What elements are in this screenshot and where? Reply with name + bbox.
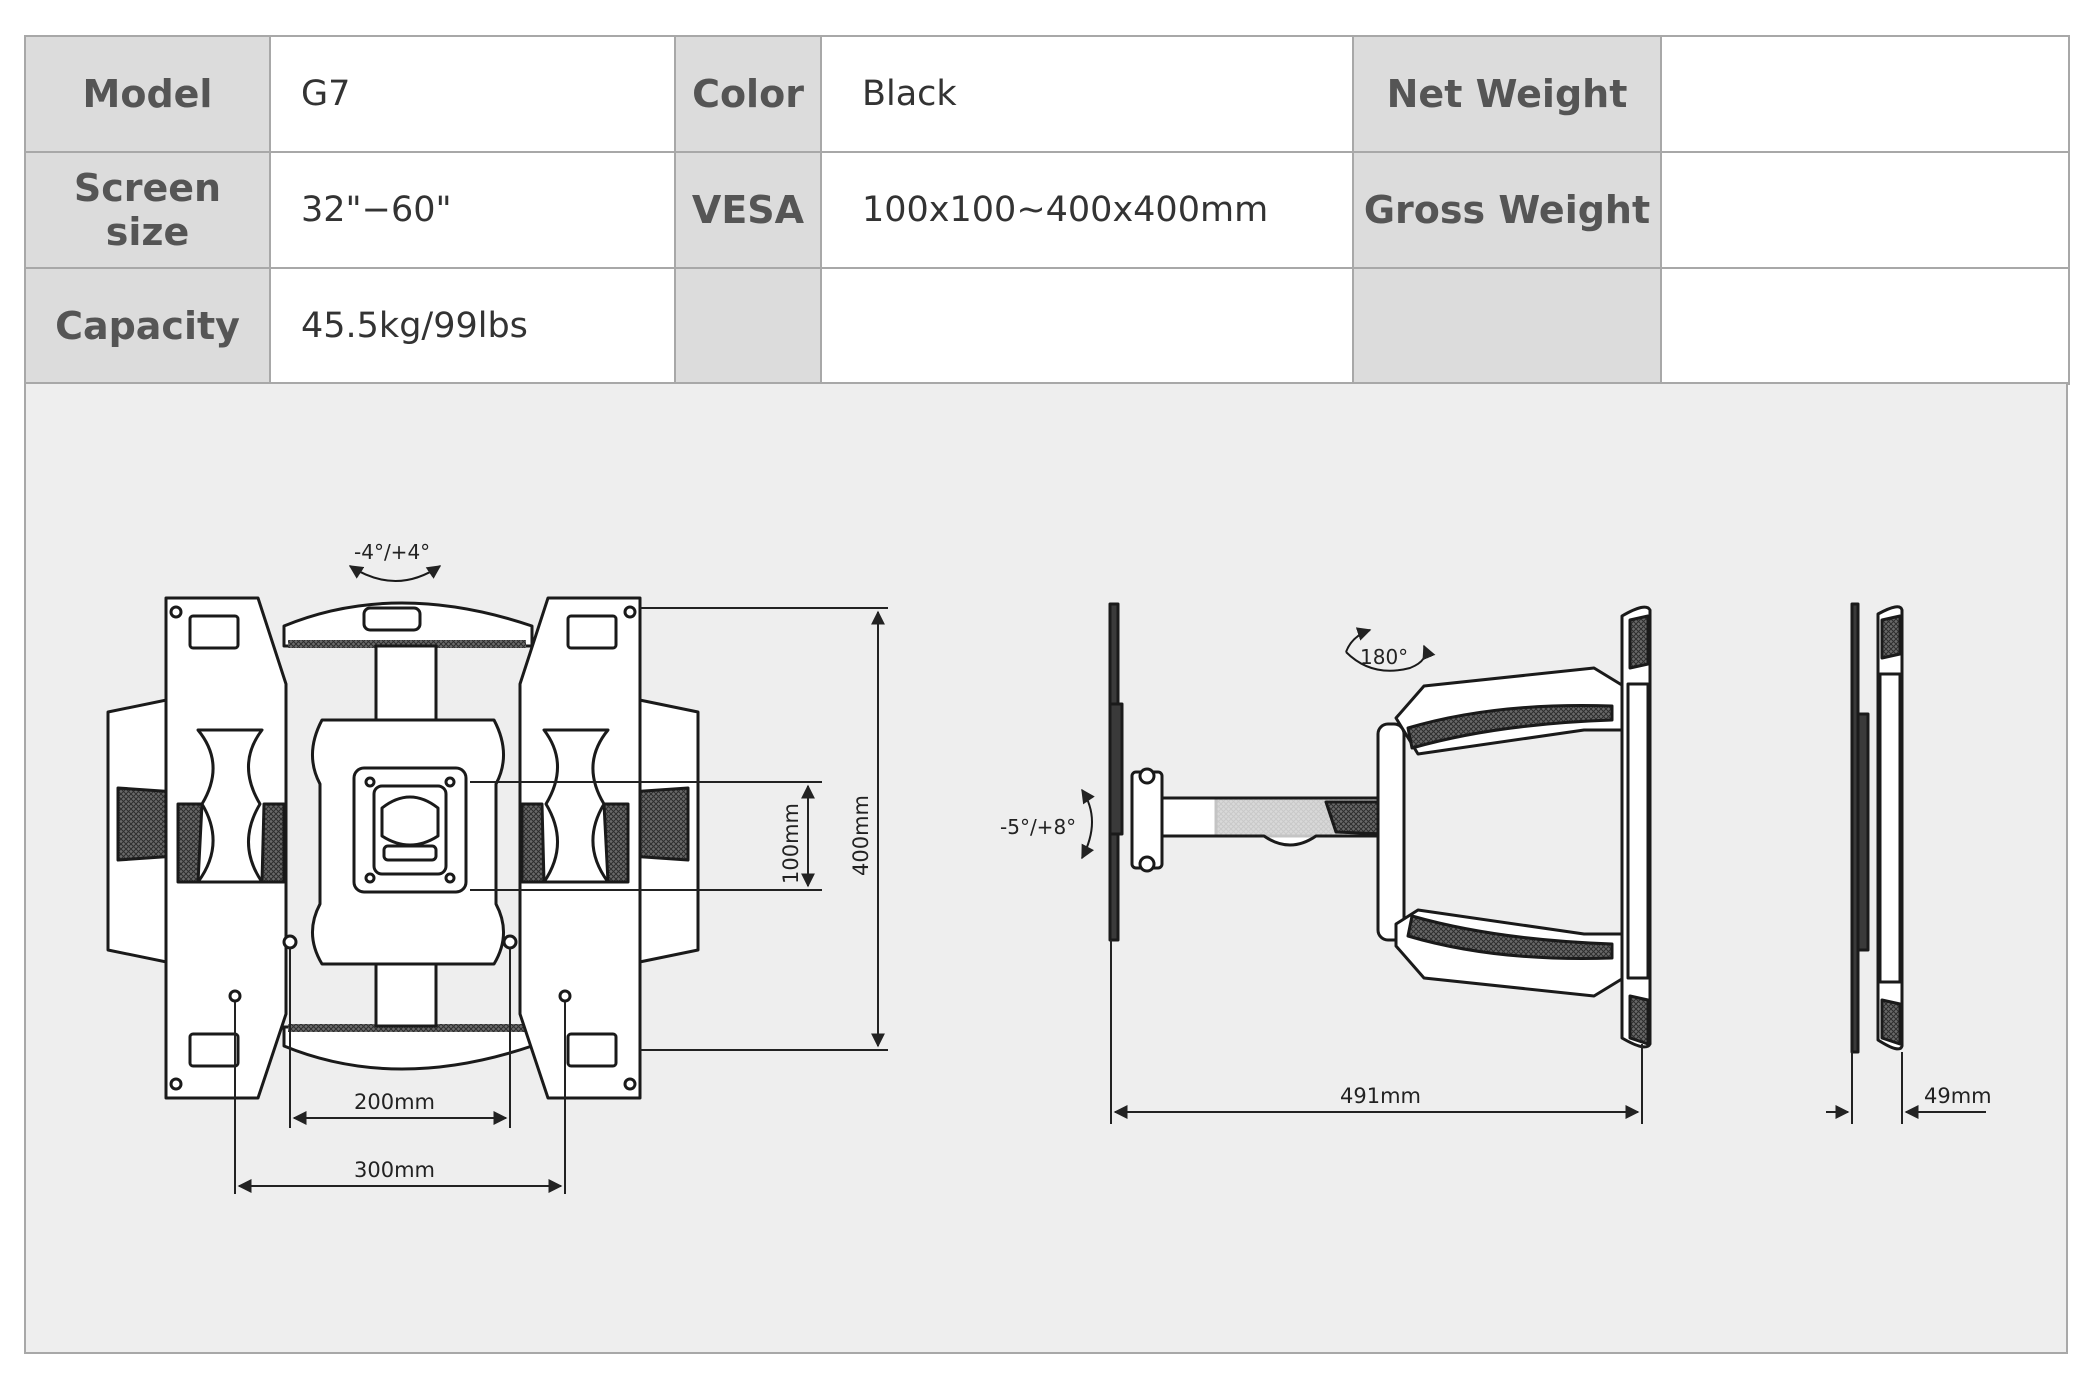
vesa-label: VESA	[674, 151, 822, 269]
model-value: G7	[269, 35, 676, 153]
spec-table: Model G7 Color Black Net Weight Screen s…	[24, 35, 2070, 385]
spec-row-1: Model G7 Color Black Net Weight	[24, 35, 2070, 153]
front-tilt-label: -4°/+4°	[354, 540, 430, 564]
empty-label-cell	[1352, 267, 1662, 385]
extension-label: 491mm	[1340, 1084, 1421, 1108]
side-tilt-label: -5°/+8°	[1000, 815, 1076, 839]
capacity-label: Capacity	[24, 267, 271, 385]
color-value: Black	[820, 35, 1354, 153]
side-view	[1081, 602, 1652, 1049]
height-400-label: 400mm	[849, 795, 873, 876]
front-view: -4°/+4°	[106, 540, 700, 1100]
empty-value-cell	[1660, 267, 2070, 385]
screen-size-value: 32"−60"	[269, 151, 676, 269]
vesa-value: 100x100~400x400mm	[820, 151, 1354, 269]
swivel-angle-label: 180°	[1360, 645, 1408, 669]
spec-row-2: Screen size 32"−60" VESA 100x100~400x400…	[24, 151, 2070, 269]
spec-row-3: Capacity 45.5kg/99lbs	[24, 267, 2070, 385]
profile-dimensions	[1826, 1052, 1986, 1124]
net-weight-value	[1660, 35, 2070, 153]
net-weight-label: Net Weight	[1352, 35, 1662, 153]
width-200-label: 200mm	[354, 1090, 435, 1114]
depth-label: 49mm	[1924, 1084, 1992, 1108]
height-100-label: 100mm	[779, 803, 803, 884]
side-dimensions	[1110, 940, 1643, 1124]
empty-value-cell	[820, 267, 1354, 385]
empty-label-cell	[674, 267, 822, 385]
front-dimensions	[234, 607, 888, 1194]
screen-size-label: Screen size	[24, 151, 271, 269]
profile-view	[1850, 602, 1904, 1054]
width-300-label: 300mm	[354, 1158, 435, 1182]
capacity-value: 45.5kg/99lbs	[269, 267, 676, 385]
mount-drawing: -4°/+4°	[106, 540, 1992, 1194]
diagram-panel: -4°/+4°	[24, 382, 2068, 1354]
model-label: Model	[24, 35, 271, 153]
color-label: Color	[674, 35, 822, 153]
gross-weight-label: Gross Weight	[1352, 151, 1662, 269]
gross-weight-value	[1660, 151, 2070, 269]
